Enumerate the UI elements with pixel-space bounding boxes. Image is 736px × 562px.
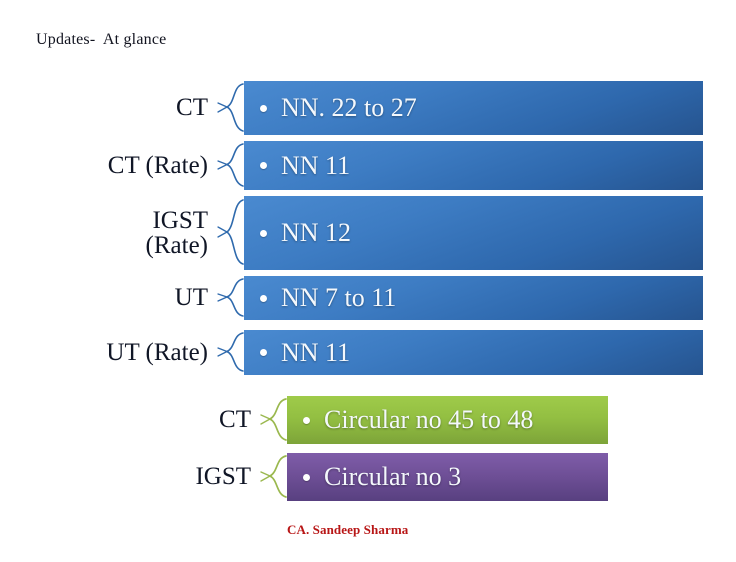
bar-text: NN 12 [281, 218, 352, 247]
content-bar[interactable]: NN 7 to 11 [244, 276, 703, 320]
bullet-icon [260, 104, 267, 112]
row-label: CT [219, 406, 251, 434]
bullet-icon [260, 349, 267, 356]
list-item: IGST (Rate) [36, 196, 244, 270]
bar-text: NN 11 [281, 150, 351, 180]
bullet-icon [260, 294, 267, 302]
brace-icon [257, 453, 287, 501]
bullet-icon [303, 416, 310, 424]
list-item: CT [80, 396, 287, 444]
row-label: IGST [195, 463, 251, 491]
content-bar[interactable]: NN 11 [244, 330, 703, 375]
list-item: UT [36, 276, 244, 320]
row-label: UT [174, 284, 208, 312]
brace-icon [214, 81, 244, 135]
bullet-icon [260, 162, 267, 169]
row-label: CT (Rate) [107, 151, 208, 179]
content-bar[interactable]: NN 11 [244, 141, 703, 190]
row-label: CT [176, 94, 208, 122]
brace-icon [214, 276, 244, 320]
brace-icon [257, 396, 287, 444]
list-item: CT (Rate) [36, 141, 244, 190]
page-title: Updates- At glance [36, 31, 167, 48]
row-label: IGST (Rate) [145, 206, 208, 259]
content-bar[interactable]: NN 12 [244, 196, 703, 270]
bar-text: NN 11 [281, 337, 351, 367]
bar-text: Circular no 3 [324, 462, 462, 491]
bar-text: Circular no 45 to 48 [324, 405, 534, 434]
bullet-icon [303, 473, 310, 481]
list-item: IGST [80, 453, 287, 501]
content-bar[interactable]: Circular no 3 [287, 453, 608, 501]
list-item: CT [36, 81, 244, 135]
content-bar[interactable]: NN. 22 to 27 [244, 81, 703, 135]
brace-icon [214, 330, 244, 375]
content-bar[interactable]: Circular no 45 to 48 [287, 396, 608, 444]
brace-icon [214, 196, 244, 270]
bar-text: NN 7 to 11 [281, 283, 397, 312]
list-item: UT (Rate) [36, 330, 244, 375]
row-label: UT (Rate) [106, 338, 208, 366]
bullet-icon [260, 229, 267, 237]
bar-text: NN. 22 to 27 [281, 93, 417, 122]
brace-icon [214, 141, 244, 190]
author-credit: CA. Sandeep Sharma [287, 522, 409, 537]
